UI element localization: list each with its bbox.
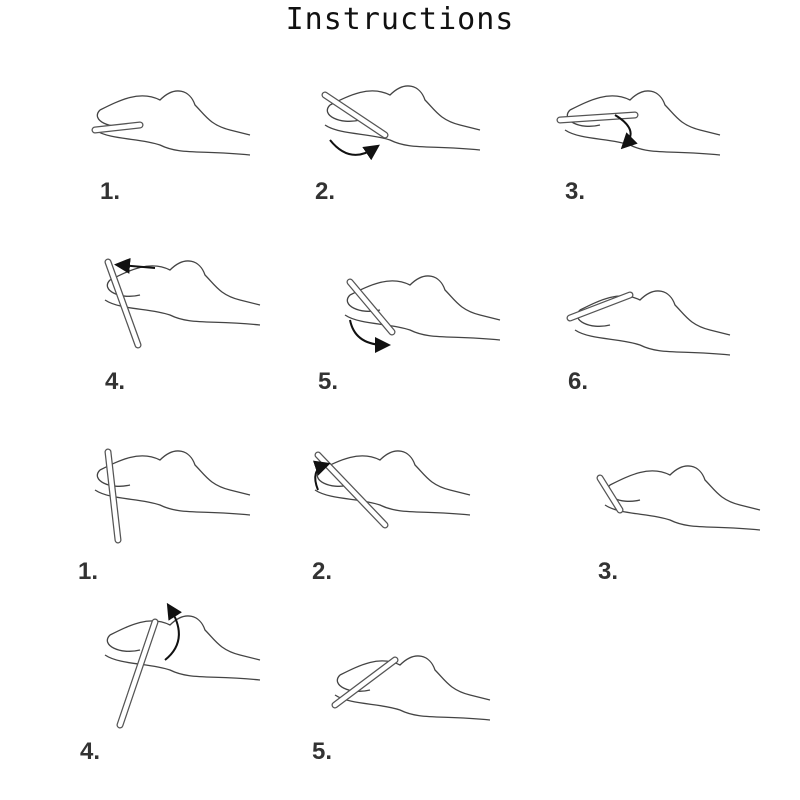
rotation-arrow-icon (614, 114, 638, 150)
pen-rod (557, 112, 638, 123)
hand-vertical-pen-icon (104, 257, 261, 349)
step-number: 2. (312, 558, 333, 585)
step-label: 4. (73, 738, 101, 766)
hand-outline (574, 290, 731, 356)
step-label: 4. (98, 368, 126, 396)
step-label: 3. (591, 558, 619, 586)
step-number: 2. (315, 178, 336, 205)
pen-rod (117, 619, 158, 728)
pen-rod (92, 122, 143, 133)
step-label: 2. (305, 558, 333, 586)
hand-finish-pen-icon (331, 655, 491, 721)
step-label: 3. (558, 178, 586, 206)
step-number: 1. (100, 178, 121, 205)
pen-rod (567, 292, 633, 321)
hand-spin-pen-icon (556, 90, 721, 156)
step-label: 1. (93, 178, 121, 206)
step-label: 5. (311, 368, 339, 396)
step-number: 5. (312, 738, 333, 765)
pen-rod (105, 259, 141, 348)
pen-rod (597, 475, 623, 513)
step-number: 3. (565, 178, 586, 205)
hand-holding-pen-icon (91, 90, 251, 156)
hand-outline (94, 90, 251, 156)
step-label: 2. (308, 178, 336, 206)
pen-rod (322, 92, 388, 138)
step-number: 4. (80, 738, 101, 765)
rotation-arrow-icon (114, 257, 156, 274)
rotation-arrow-icon (329, 139, 380, 161)
step-number: 1. (78, 558, 99, 585)
hand-flip-pen-icon (104, 602, 261, 729)
hand-outline (104, 615, 261, 681)
hand-finish-pen-icon (566, 290, 731, 356)
hand-rotate-pen-icon (344, 275, 501, 353)
step-label: 1. (71, 558, 99, 586)
page-title: Instructions (285, 2, 515, 37)
hand-outline (334, 655, 491, 721)
step-number: 6. (568, 368, 589, 395)
hand-outline (324, 85, 481, 151)
hand-vertical-pen-icon (94, 448, 251, 544)
hand-tilt-pen-icon (312, 450, 471, 529)
pen-rod (347, 279, 395, 335)
rotation-arrow-icon (349, 319, 391, 353)
pen-rod (315, 452, 388, 528)
hand-outline (604, 465, 761, 531)
hand-outline (314, 450, 471, 516)
rotation-arrow-icon (164, 602, 183, 661)
step-number: 4. (105, 368, 126, 395)
step-number: 3. (598, 558, 619, 585)
step-label: 5. (305, 738, 333, 766)
hand-rotate-pen-icon (321, 85, 481, 161)
pen-rod (332, 657, 398, 708)
step-number: 5. (318, 368, 339, 395)
hand-holding-pen-icon (596, 465, 761, 531)
hand-outline (94, 450, 251, 516)
step-label: 6. (561, 368, 589, 396)
pen-rod (105, 449, 121, 543)
rotation-arrow-icon (312, 460, 331, 491)
hand-outline (564, 90, 721, 156)
